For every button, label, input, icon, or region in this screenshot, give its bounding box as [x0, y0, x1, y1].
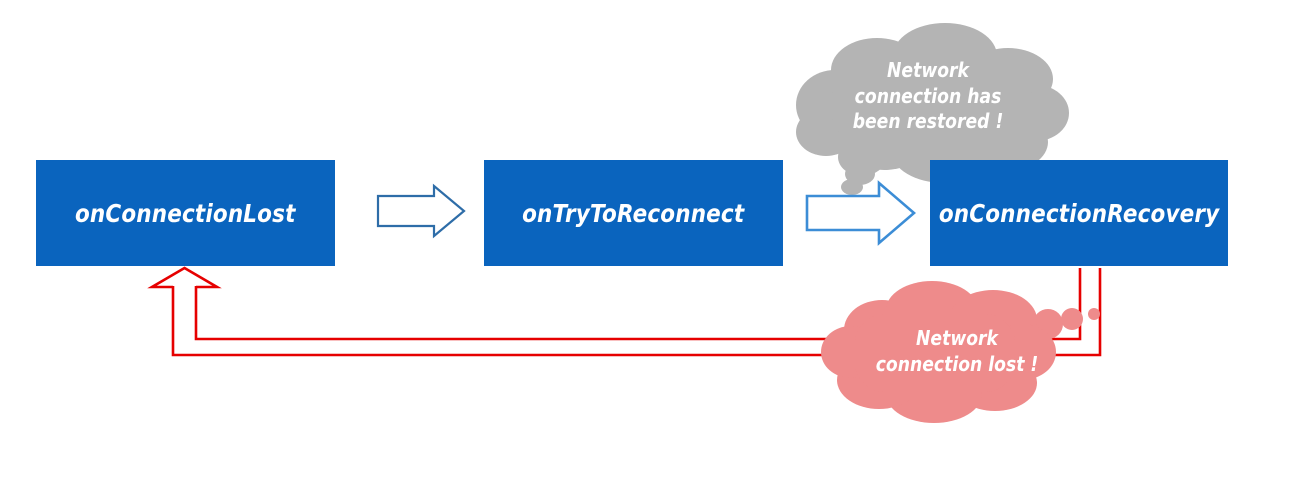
feedback-line-inner: [194, 268, 1082, 341]
state-label: onConnectionLost: [75, 198, 296, 228]
state-box-on-try-to-reconnect[interactable]: onTryToReconnect: [484, 160, 783, 266]
arrow-retry-to-recovery: [805, 180, 916, 246]
state-label: onConnectionRecovery: [938, 198, 1220, 228]
red-cloud: [821, 281, 1100, 423]
state-box-on-connection-recovery[interactable]: onConnectionRecovery: [930, 160, 1228, 266]
red-cloud-body: [821, 281, 1056, 423]
red-cloud-trail-bubble-medium: [1061, 308, 1083, 330]
arrow-lost-to-retry: [376, 183, 466, 239]
gray-cloud-body: [796, 23, 1069, 183]
gray-cloud: [796, 23, 1069, 195]
feedback-loop: [147, 266, 1102, 357]
block-arrow-icon: [376, 183, 466, 239]
state-label: onTryToReconnect: [522, 198, 745, 228]
state-box-on-connection-lost[interactable]: onConnectionLost: [36, 160, 335, 266]
red-cloud-trail-bubble-small: [1088, 308, 1100, 320]
block-arrow-icon: [805, 180, 916, 246]
feedback-line-outer: [171, 268, 1102, 357]
feedback-arrowhead: [147, 266, 222, 289]
